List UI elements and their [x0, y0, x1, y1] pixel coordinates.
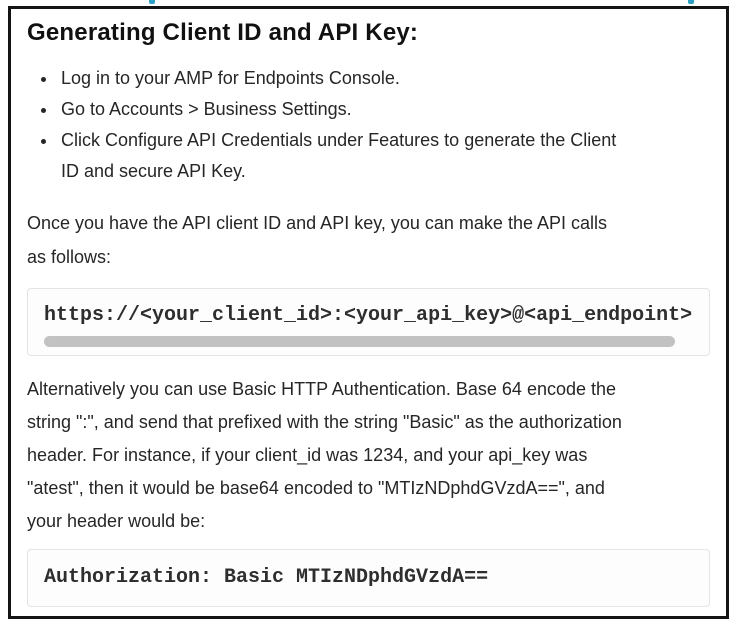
auth-header-code: Authorization: Basic MTIzNDphdGVzdA== [44, 566, 489, 589]
intro-paragraph: Once you have the API client ID and API … [27, 213, 607, 267]
list-item-configure-credentials: Click Configure API Credentials under Fe… [58, 125, 710, 187]
cutoff-link-fragment-left [149, 0, 155, 4]
list-item-login: Log in to your AMP for Endpoints Console… [58, 63, 710, 94]
auth-header-code-block: Authorization: Basic MTIzNDphdGVzdA== [27, 549, 710, 607]
cutoff-link-fragment-right [688, 0, 694, 4]
list-item-business-settings: Go to Accounts > Business Settings. [58, 94, 710, 125]
section-heading: Generating Client ID and API Key: [27, 19, 419, 46]
horizontal-scrollbar-thumb[interactable] [44, 336, 676, 347]
instructions-panel: Generating Client ID and API Key: Log in… [8, 6, 729, 619]
basic-auth-paragraph: Alternatively you can use Basic HTTP Aut… [27, 379, 622, 531]
api-url-code-block: https://<your_client_id>:<your_api_key>@… [27, 288, 710, 356]
horizontal-scrollbar-track[interactable] [44, 336, 695, 347]
api-url-code: https://<your_client_id>:<your_api_key>@… [44, 304, 693, 327]
steps-list: Log in to your AMP for Endpoints Console… [27, 63, 710, 187]
